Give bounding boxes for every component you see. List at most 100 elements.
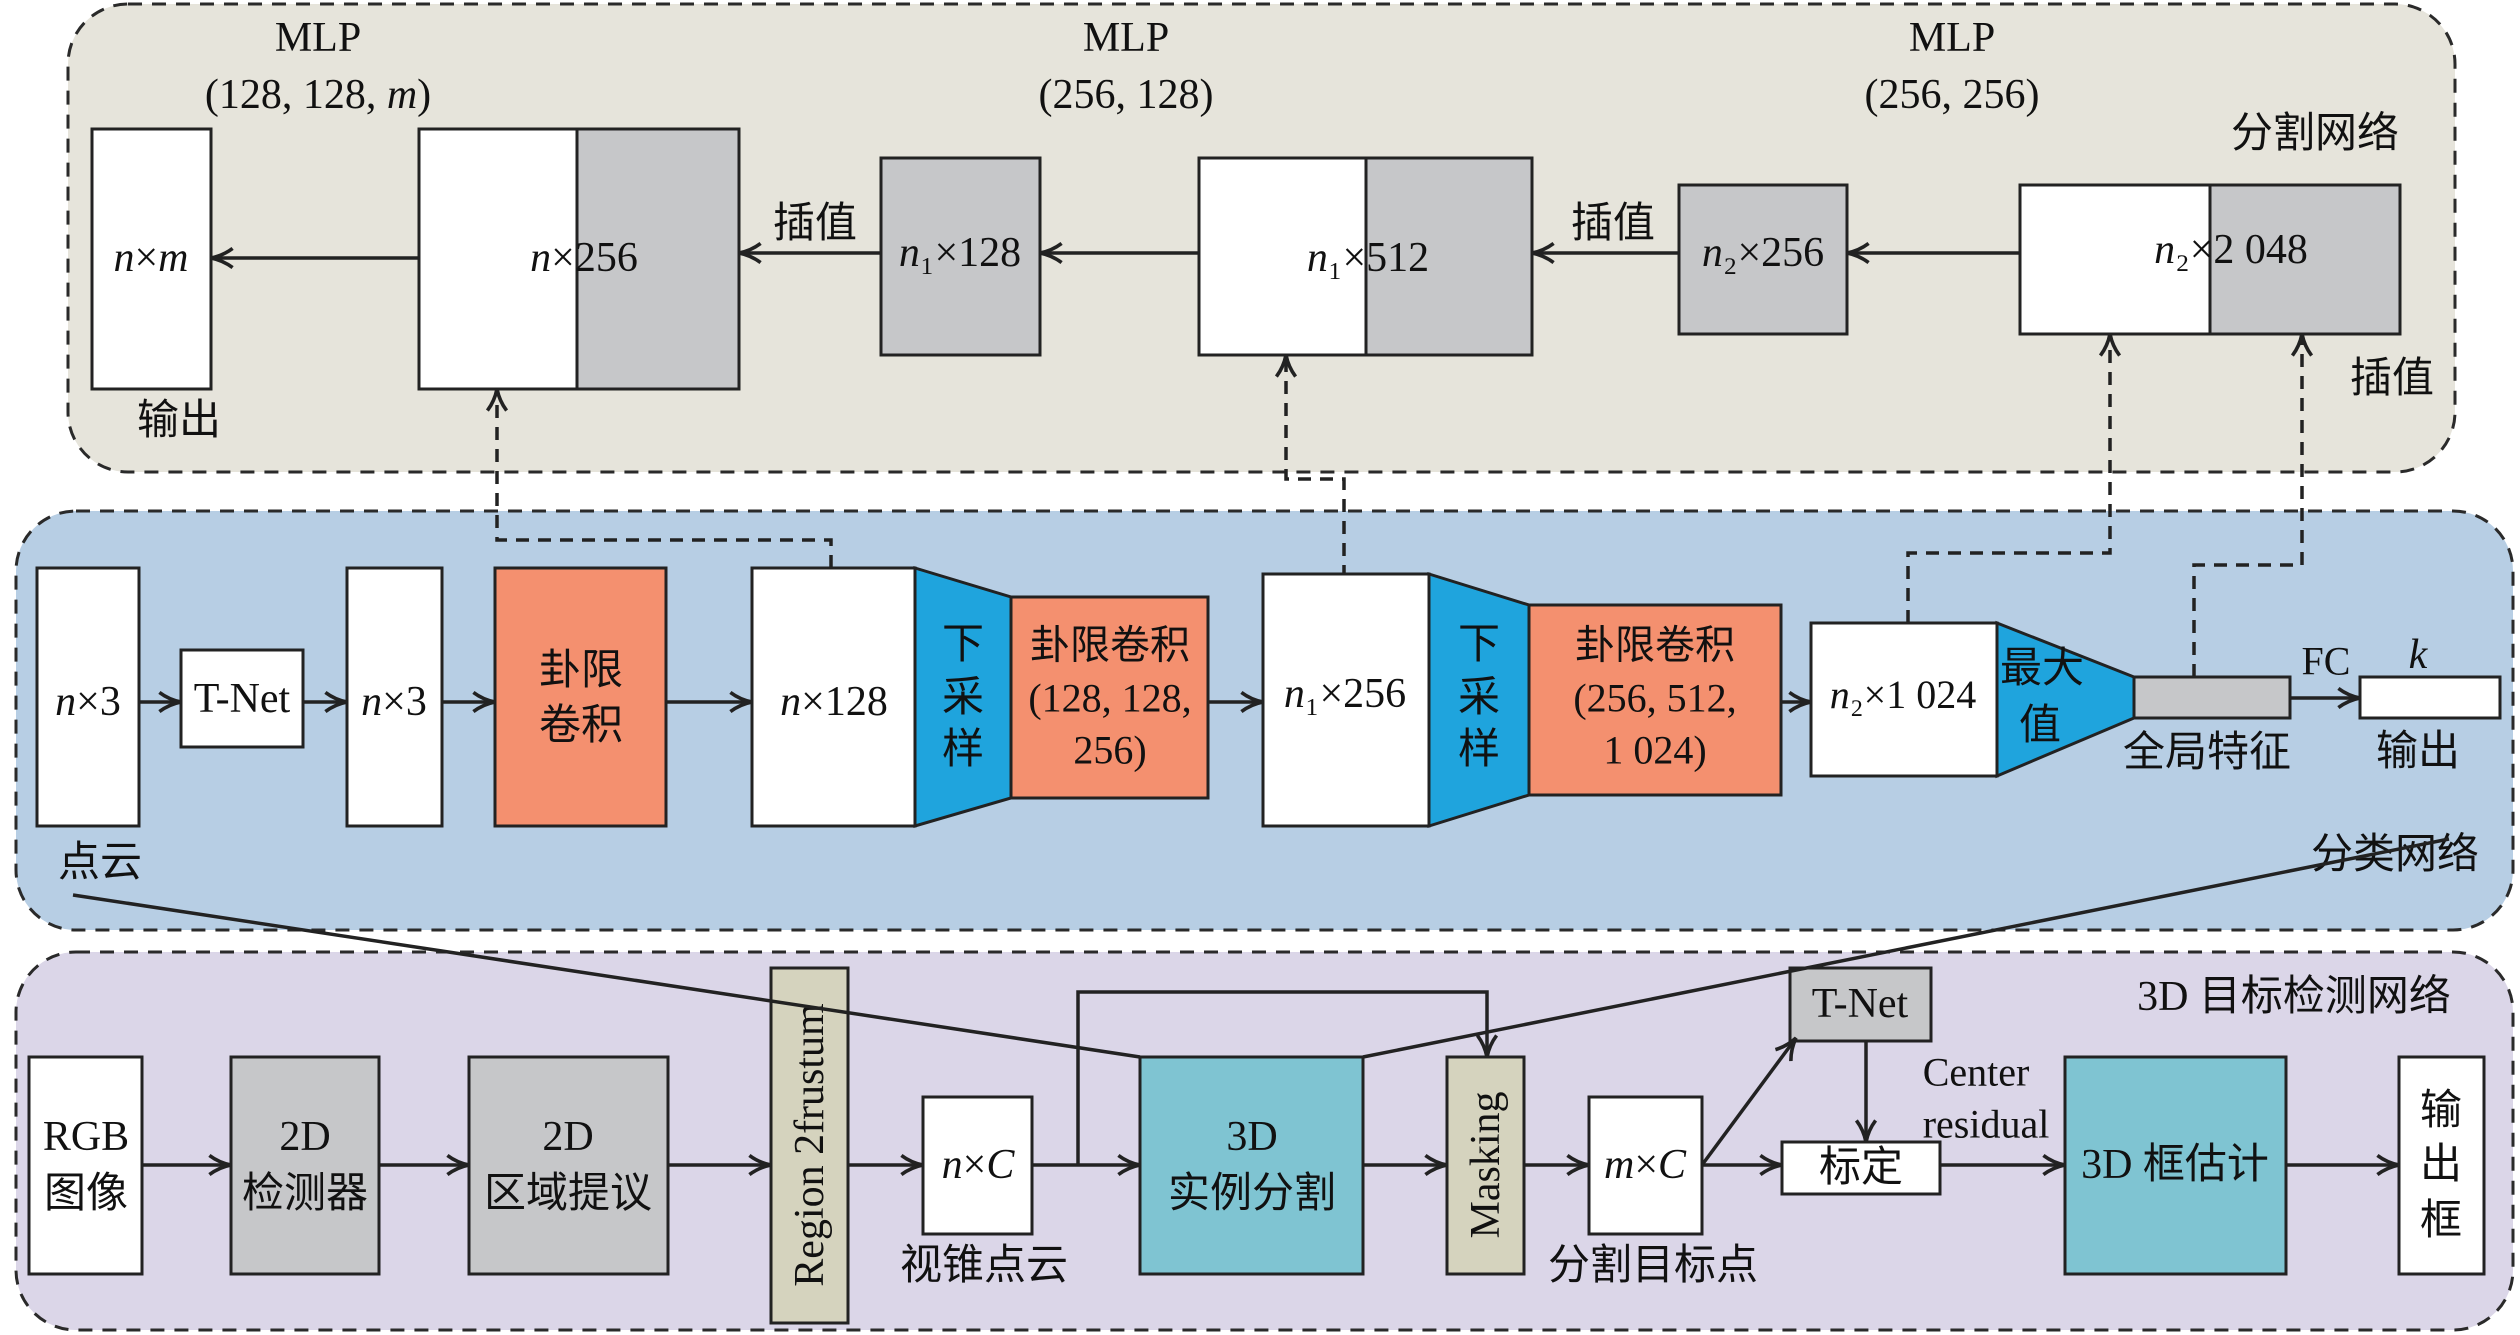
calibration-box — [1780, 1140, 1942, 1196]
feature-256-label: n₁×256 — [1284, 671, 1406, 717]
rgb-image-line-1: RGB — [43, 1114, 129, 1160]
max-pool-line-1: 最大 — [2000, 646, 2084, 692]
det-arrow-to-tnet — [1700, 1036, 1798, 1167]
global-feature-label: 全局特征 — [2123, 729, 2291, 776]
frustum-caption: 视锥点云 — [900, 1243, 1068, 1289]
detection-title: 3D 目标检测网络 — [2137, 973, 2451, 1020]
mlp-3-name: MLP — [1909, 15, 1995, 61]
mlp-1-name: MLP — [275, 15, 361, 61]
region2frustum-box — [769, 966, 850, 1325]
seg-output-label: 输出 — [137, 398, 221, 444]
max-pool-line-2: 值 — [2019, 703, 2061, 749]
rgb-image-line-2: 图像 — [44, 1171, 128, 1217]
downsample-1-char-1: 下 — [942, 622, 984, 668]
seg-feature-n2-256 — [1677, 183, 1849, 336]
tnet-label: T-Net — [194, 676, 291, 722]
instance-seg-line-2: 实例分割 — [1168, 1170, 1336, 1217]
seg-feature-n2-2048-label: n₂×2 048 — [2154, 227, 2308, 273]
transformed-box-label: n×3 — [361, 679, 427, 725]
interp-label-3: 插值 — [2350, 356, 2434, 402]
det-bypass-to-masking — [1076, 990, 1499, 1165]
octant-conv-3-box — [1527, 603, 1783, 797]
point-cloud-label: 点云 — [58, 840, 142, 886]
seg-points-label: m×C — [1604, 1142, 1687, 1188]
octant-conv-3-line-1: 卦限卷积 — [1575, 623, 1735, 668]
det-output-char-2: 出 — [2420, 1142, 2462, 1188]
mlp-2-name: MLP — [1083, 15, 1169, 61]
region-proposal-line-2: 区域提议 — [484, 1171, 652, 1217]
zoom-line-left — [72, 893, 1141, 1059]
detector-2d-line-2: 检测器 — [242, 1170, 368, 1217]
class-output-box — [2358, 675, 2502, 720]
classification-title: 分类网络 — [2311, 831, 2479, 878]
seg-output-box — [90, 127, 213, 391]
segmentation-title: 分割网络 — [2231, 110, 2399, 157]
tnet-box — [179, 648, 305, 749]
instance-seg-line-1: 3D — [1226, 1114, 1277, 1160]
classification-network: 分类网络 n×3 点云 T-Net n×3 卦限 卷积 n×128 下 采 样 … — [35, 565, 2502, 886]
seg-feature-n1-512-label: n₁×512 — [1307, 235, 1429, 281]
seg-feature-256-label: n×256 — [530, 235, 638, 281]
segmentation-network: 分割网络 MLP (128, 128, m) MLP (256, 128) ML… — [90, 15, 2434, 444]
global-feature-bar — [2132, 675, 2292, 720]
class-output-var: k — [2409, 632, 2429, 678]
frustum-points-label: n×C — [942, 1142, 1016, 1188]
octant-conv-2-line-2: (128, 128, — [1028, 676, 1191, 721]
instance-seg-box — [1138, 1055, 1365, 1276]
interp-label-1: 插值 — [773, 201, 857, 247]
mlp-3-params: (256, 256) — [1865, 72, 2040, 118]
feature-256-box — [1261, 572, 1431, 828]
octant-conv-1-box — [493, 566, 668, 828]
zoom-line-right — [1362, 837, 2450, 1059]
det-tnet-box — [1788, 966, 1933, 1043]
box-estimation-box — [2063, 1055, 2288, 1276]
box-estimation-label: 3D 框估计 — [2081, 1142, 2269, 1188]
fc-label: FC — [2302, 639, 2351, 684]
octant-conv-3-line-2: (256, 512, — [1573, 676, 1736, 721]
seg-feature-n1-128-label: n₁×128 — [899, 230, 1021, 276]
downsample-2-char-2: 采 — [1458, 675, 1500, 721]
feature-128-box — [750, 566, 917, 828]
downsample-1-char-2: 采 — [942, 675, 984, 721]
downsample-2-char-3: 样 — [1458, 727, 1500, 773]
det-output-char-1: 输 — [2420, 1088, 2462, 1134]
seg-output-box-label: n×m — [113, 235, 188, 281]
feature-128-label: n×128 — [780, 679, 888, 725]
masking-label: Masking — [1463, 1092, 1509, 1239]
octant-conv-3-line-3: 1 024) — [1603, 728, 1706, 773]
region-proposal-line-1: 2D — [542, 1114, 593, 1160]
octant-conv-2-line-1: 卦限卷积 — [1030, 623, 1190, 668]
detector-2d-box — [229, 1055, 381, 1276]
skip-connection-global — [2192, 333, 2314, 677]
octant-conv-1-line-1: 卦限 — [539, 648, 623, 694]
feature-1024-label: n₂×1 024 — [1830, 672, 1977, 717]
seg-points-caption: 分割目标点 — [1548, 1243, 1758, 1289]
interp-label-2: 插值 — [1571, 201, 1655, 247]
seg-feature-n2-256-label: n₂×256 — [1702, 230, 1824, 276]
detection-network: 3D 目标检测网络 RGB 图像 2D 检测器 2D 区域提议 Region 2… — [27, 966, 2486, 1325]
seg-feature-256-gray — [575, 127, 741, 391]
skip-connection-1024 — [1906, 333, 2122, 623]
detector-2d-line-1: 2D — [279, 1114, 330, 1160]
octant-conv-1-line-2: 卷积 — [539, 703, 623, 749]
seg-feature-n2-2048-gray — [2208, 183, 2402, 336]
mlp-1-params: (128, 128, m) — [205, 72, 431, 118]
rgb-image-box — [27, 1055, 144, 1276]
det-output-char-3: 框 — [2420, 1198, 2462, 1244]
downsample-2-char-1: 下 — [1458, 622, 1500, 668]
det-tnet-label: T-Net — [1812, 981, 1909, 1027]
calibration-label: 标定 — [1819, 1144, 1903, 1191]
downsample-1-char-3: 样 — [942, 727, 984, 773]
seg-feature-n1-512-gray — [1364, 156, 1534, 357]
center-residual-line-1: Center — [1923, 1050, 2030, 1095]
region-proposal-box — [467, 1055, 670, 1276]
region2frustum-label: Region 2frustum — [787, 1003, 833, 1287]
octant-conv-2-box — [1009, 595, 1210, 800]
class-output-label: 输出 — [2376, 729, 2460, 775]
center-residual-line-2: residual — [1923, 1102, 2050, 1147]
seg-feature-n1-128 — [879, 156, 1042, 357]
point-cloud-box-label: n×3 — [55, 679, 121, 725]
point-cloud-box — [35, 566, 141, 828]
transformed-box — [345, 566, 444, 828]
